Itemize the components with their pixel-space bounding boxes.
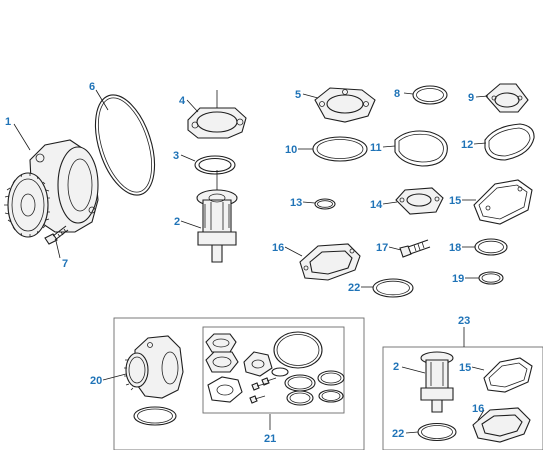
part-7-bolt[interactable] <box>44 225 69 245</box>
kit-20-water-pump[interactable] <box>124 335 184 399</box>
part-17-bolt[interactable] <box>399 239 431 258</box>
callout-5[interactable]: 5 <box>295 89 301 101</box>
part-15-gasket[interactable] <box>473 179 533 225</box>
kit-23-gasket-15[interactable] <box>483 357 533 393</box>
part-1-water-pump[interactable] <box>4 139 99 238</box>
callout-21[interactable]: 21 <box>264 433 276 445</box>
part-3-sealing-ring[interactable] <box>194 155 236 175</box>
kit-21-gasket-set-items[interactable] <box>205 331 345 406</box>
kit-20-o-ring[interactable] <box>133 406 177 426</box>
kit-box-pump-and-gaskets <box>113 317 365 450</box>
kit23-callout-15[interactable]: 15 <box>459 362 471 374</box>
callout-6[interactable]: 6 <box>89 81 95 93</box>
kit-box-thermostat <box>382 346 543 450</box>
callout-20[interactable]: 20 <box>90 375 102 387</box>
callout-15[interactable]: 15 <box>449 195 461 207</box>
kit23-callout-2[interactable]: 2 <box>393 361 399 373</box>
leader-lines <box>13 89 489 434</box>
callout-19[interactable]: 19 <box>452 273 464 285</box>
part-9-gasket[interactable] <box>485 83 529 113</box>
callout-12[interactable]: 12 <box>461 139 473 151</box>
part-13-small-o-ring[interactable] <box>314 198 336 210</box>
callout-4[interactable]: 4 <box>179 95 186 107</box>
callout-16[interactable]: 16 <box>272 242 284 254</box>
pump-gear <box>4 172 50 238</box>
part-6-large-o-ring[interactable] <box>84 88 166 203</box>
callout-8[interactable]: 8 <box>394 88 400 100</box>
part-10-o-ring[interactable] <box>312 136 368 162</box>
callout-10[interactable]: 10 <box>285 144 297 156</box>
callout-22[interactable]: 22 <box>348 282 360 294</box>
part-22-o-ring[interactable] <box>372 278 414 298</box>
part-5-cover-gasket[interactable] <box>314 87 376 123</box>
part-8-o-ring[interactable] <box>412 85 448 105</box>
kit-box-gasket-set <box>202 326 345 414</box>
part-19-o-ring[interactable] <box>478 271 504 285</box>
part-11-gasket[interactable] <box>394 130 448 167</box>
callout-2[interactable]: 2 <box>174 216 180 228</box>
part-12-gasket[interactable] <box>484 123 535 161</box>
callout-17[interactable]: 17 <box>376 242 388 254</box>
kit-23-thermostat[interactable] <box>420 351 454 413</box>
callout-3[interactable]: 3 <box>173 150 179 162</box>
part-4-flange-gasket[interactable] <box>187 107 247 139</box>
callout-labels: 1 2 3 4 5 6 7 8 9 10 11 12 13 14 15 16 1… <box>5 81 484 445</box>
part-2-thermostat[interactable] <box>196 170 238 263</box>
callout-9[interactable]: 9 <box>468 92 474 104</box>
kit-23-gasket-16[interactable] <box>472 407 531 443</box>
kit23-callout-16[interactable]: 16 <box>472 403 484 415</box>
part-14-gasket[interactable] <box>395 187 444 215</box>
part-18-o-ring[interactable] <box>474 238 508 256</box>
callout-11[interactable]: 11 <box>370 142 382 154</box>
callout-7[interactable]: 7 <box>62 258 68 270</box>
callout-14[interactable]: 14 <box>370 199 383 211</box>
callout-23[interactable]: 23 <box>458 315 470 327</box>
callout-13[interactable]: 13 <box>290 197 302 209</box>
callout-1[interactable]: 1 <box>5 116 11 128</box>
callout-18[interactable]: 18 <box>449 242 461 254</box>
kit23-callout-22[interactable]: 22 <box>392 428 404 440</box>
kit-23-o-ring-22[interactable] <box>417 422 457 442</box>
part-16-gasket[interactable] <box>299 243 361 281</box>
